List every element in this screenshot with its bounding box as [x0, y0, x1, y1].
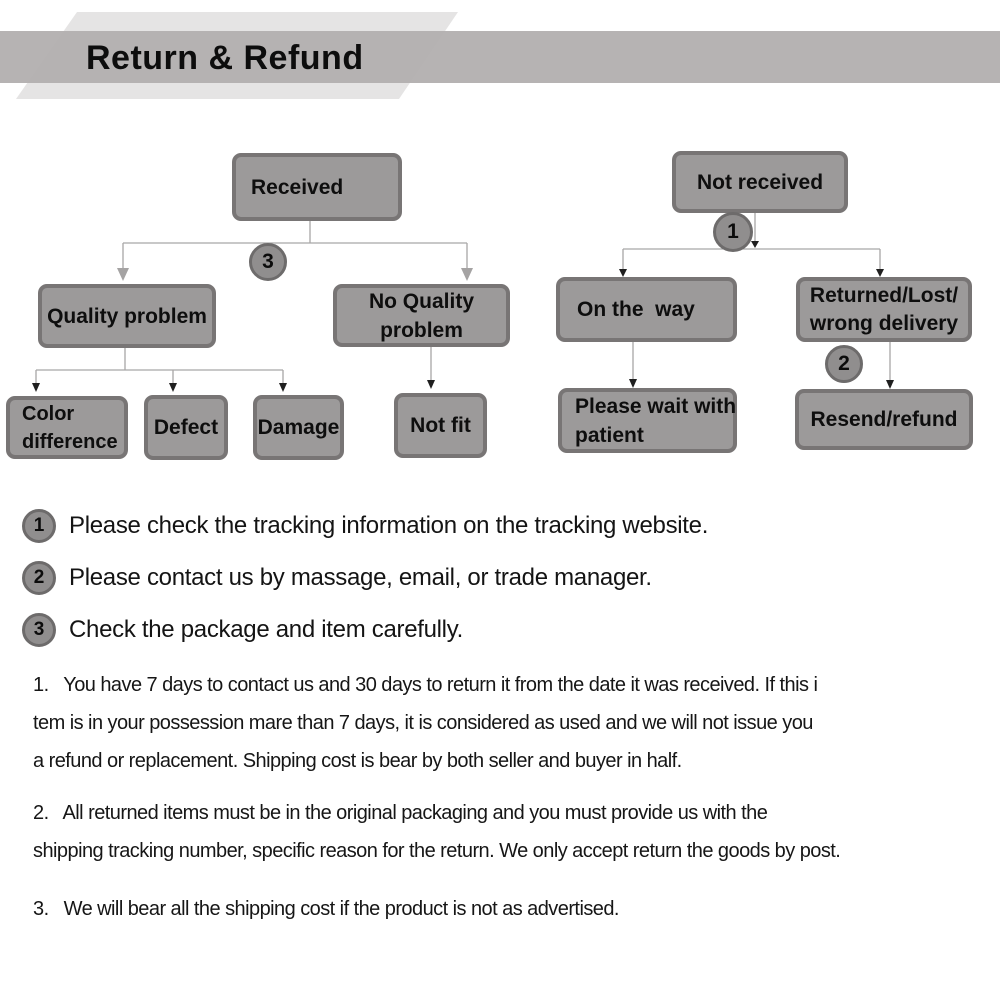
flow-box-damage: Damage	[253, 395, 344, 460]
arrowhead-icon	[169, 383, 177, 392]
marker-2-circle: 2	[825, 345, 863, 383]
legend-1-circle: 1	[22, 509, 56, 543]
arrowhead-icon	[886, 380, 894, 389]
connector-line	[622, 213, 881, 269]
marker-3-circle: 3	[249, 243, 287, 281]
flow-box-resend-refund: Resend/refund	[795, 389, 973, 450]
arrowhead-icon	[279, 383, 287, 392]
flowchart-connectors	[32, 213, 894, 392]
legend-3-circle: 3	[22, 613, 56, 647]
arrowhead-icon	[619, 269, 627, 277]
flow-box-on-the-way: On the way	[556, 277, 737, 342]
legend-item: 2 Please contact us by massage, email, o…	[22, 561, 652, 595]
policy-paragraph-2: 2. All returned items must be in the ori…	[33, 802, 841, 862]
flow-box-no-quality-problem: No Quality problem	[333, 284, 510, 347]
flow-box-defect: Defect	[144, 395, 228, 460]
arrowhead-icon	[461, 268, 473, 281]
flow-box-not-fit: Not fit	[394, 393, 487, 458]
connector-line	[632, 342, 891, 381]
arrowhead-icon	[32, 383, 40, 392]
header-band-shape	[0, 31, 1000, 83]
flow-box-returned-lost: Returned/Lost/ wrong delivery	[796, 277, 972, 342]
legend-2-text: Please contact us by massage, email, or …	[69, 564, 652, 591]
flow-box-quality-problem: Quality problem	[38, 284, 216, 348]
flow-box-not-received: Not received	[672, 151, 848, 213]
flow-box-please-wait: Please wait with patient	[558, 388, 737, 453]
flow-box-color-difference: Color difference	[6, 396, 128, 459]
arrowhead-icon	[117, 268, 129, 281]
header-banner	[0, 12, 1000, 99]
arrowhead-icon	[427, 380, 435, 389]
marker-1-circle: 1	[713, 212, 753, 252]
policy-paragraph-3: 3. We will bear all the shipping cost if…	[33, 898, 619, 920]
connector-line	[122, 221, 468, 269]
connector-line	[35, 348, 284, 384]
legend-3-text: Check the package and item carefully.	[69, 616, 464, 643]
legend-2-circle: 2	[22, 561, 56, 595]
arrowhead-icon	[751, 241, 759, 248]
arrowhead-icon	[876, 269, 884, 277]
arrowhead-icon	[629, 379, 637, 388]
policy-paragraph-1: 1. You have 7 days to contact us and 30 …	[33, 674, 818, 772]
legend-item: 3 Check the package and item carefully.	[22, 613, 463, 647]
page-title: Return & Refund	[86, 39, 364, 77]
legend-1-text: Please check the tracking information on…	[69, 512, 709, 539]
flow-box-received: Received	[232, 153, 402, 221]
legend-item: 1 Please check the tracking information …	[22, 509, 708, 543]
